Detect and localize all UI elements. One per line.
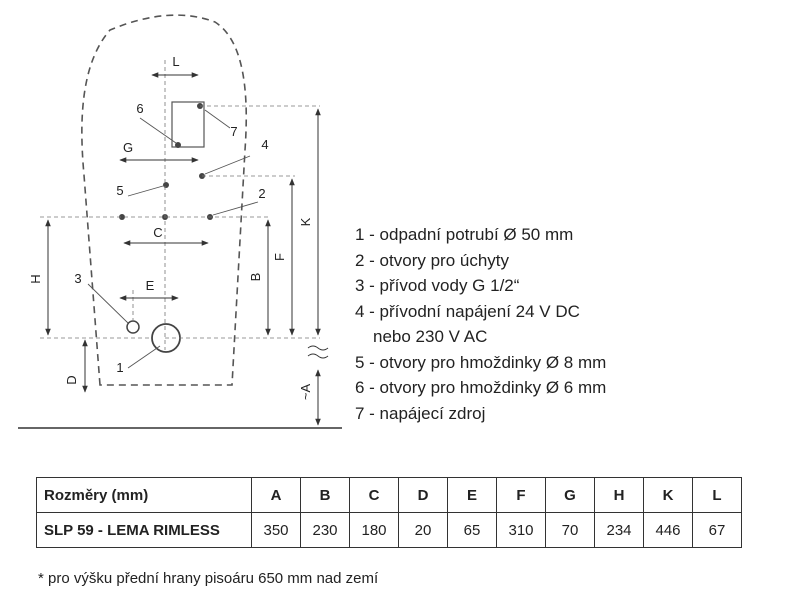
callout-6: 6: [136, 101, 143, 116]
table-col-F: F: [496, 477, 546, 513]
table-col-K: K: [643, 477, 693, 513]
dim-label-L: L: [172, 54, 179, 69]
table-header-row: Rozměry (mm) A B C D E F G H K L: [36, 477, 742, 513]
legend-item-7: 7 - napájecí zdroj: [355, 403, 486, 423]
table-col-A: A: [251, 477, 301, 513]
table-col-E: E: [447, 477, 497, 513]
table-cell-H: 234: [594, 512, 644, 548]
callout-4: 4: [261, 137, 268, 152]
table-col-H: H: [594, 477, 644, 513]
legend-item-4-continued: nebo 230 V AC: [373, 327, 488, 346]
power-source-box: [171, 101, 205, 148]
table-col-B: B: [300, 477, 350, 513]
table-cell-G: 70: [545, 512, 595, 548]
urinal-outline: [81, 14, 248, 386]
dim-label-B: B: [248, 273, 263, 282]
table-cell-D: 20: [398, 512, 448, 548]
table-col-C: C: [349, 477, 399, 513]
dim-label-C: C: [153, 225, 162, 240]
callout-leaders: [87, 109, 259, 369]
dimensions-table: Rozměry (mm) A B C D E F G H K L SLP 59 …: [36, 477, 742, 548]
dimension-lines: [45, 72, 321, 426]
dim-label-G: G: [123, 140, 133, 155]
water-inlet-3: [126, 320, 140, 334]
extension-lines: [40, 60, 320, 350]
table-header-label: Rozměry (mm): [36, 477, 252, 513]
legend-item-2: 2 - otvory pro úchyty: [355, 250, 510, 270]
table-row-label: SLP 59 - LEMA RIMLESS: [36, 512, 252, 548]
callout-3: 3: [74, 271, 81, 286]
dim-label-F: F: [272, 253, 287, 261]
table-cell-B: 230: [300, 512, 350, 548]
mount-hole-6: [175, 142, 181, 148]
callout-5: 5: [116, 183, 123, 198]
footnote: * pro výšku přední hrany pisoáru 650 mm …: [38, 570, 379, 587]
dim-label-E: E: [146, 278, 155, 293]
callout-1: 1: [116, 360, 123, 375]
callout-7: 7: [230, 124, 237, 139]
table-row: SLP 59 - LEMA RIMLESS 350 230 180 20 65 …: [36, 512, 742, 548]
table-cell-C: 180: [349, 512, 399, 548]
legend: 1 - odpadní potrubí Ø 50 mm 2 - otvory p…: [355, 222, 655, 426]
table-cell-F: 310: [496, 512, 546, 548]
dim-label-D: D: [64, 375, 79, 384]
table-col-G: G: [545, 477, 595, 513]
legend-item-3: 3 - přívod vody G 1/2“: [355, 276, 520, 295]
legend-item-5: 5 - otvory pro hmoždinky Ø 8 mm: [355, 352, 607, 372]
legend-item-4: 4 - přívodní napájení 24 V DC: [355, 301, 580, 321]
dim-label-K: K: [298, 217, 313, 226]
dim-label-A: ~A: [298, 384, 313, 401]
table-cell-L: 67: [692, 512, 742, 548]
table-cell-K: 446: [643, 512, 693, 548]
break-symbol: [307, 345, 329, 359]
technical-drawing: L G C E H D B F K ~A 1 2 3 4 5 6 7: [18, 14, 342, 429]
table-col-L: L: [692, 477, 742, 513]
legend-item-1: 1 - odpadní potrubí Ø 50 mm: [355, 225, 574, 244]
legend-item-6: 6 - otvory pro hmoždinky Ø 6 mm: [355, 378, 607, 397]
table-cell-E: 65: [447, 512, 497, 548]
table-cell-A: 350: [251, 512, 301, 548]
dim-label-H: H: [28, 274, 43, 283]
bracket-hole-left: [119, 214, 125, 220]
table-col-D: D: [398, 477, 448, 513]
anchor-hole-5: [163, 182, 169, 188]
callout-2: 2: [258, 186, 265, 201]
